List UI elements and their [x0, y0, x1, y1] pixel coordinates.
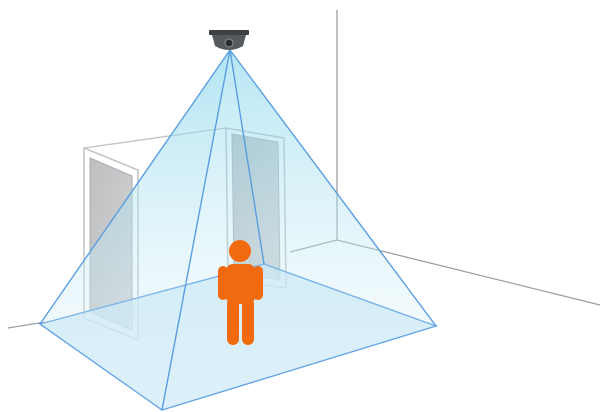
cone-edge-left	[39, 49, 231, 325]
person-left-leg	[227, 298, 239, 345]
person-torso	[226, 264, 255, 304]
person-right-arm	[253, 266, 263, 300]
right-floor-line	[336, 239, 601, 306]
cone-face-back	[40, 50, 264, 324]
camera-mount	[209, 30, 249, 35]
coverage-pyramid	[39, 49, 437, 411]
cone-edge-back	[229, 49, 265, 265]
dome-camera-icon	[209, 30, 249, 50]
left-floor-line	[7, 321, 46, 329]
camera-lens	[224, 38, 234, 48]
person-icon	[218, 240, 263, 345]
cone-edge-right	[229, 49, 437, 327]
person-right-leg	[242, 298, 254, 345]
person-head	[229, 240, 251, 262]
person-left-arm	[218, 266, 228, 300]
cone-edge-front	[161, 49, 231, 411]
